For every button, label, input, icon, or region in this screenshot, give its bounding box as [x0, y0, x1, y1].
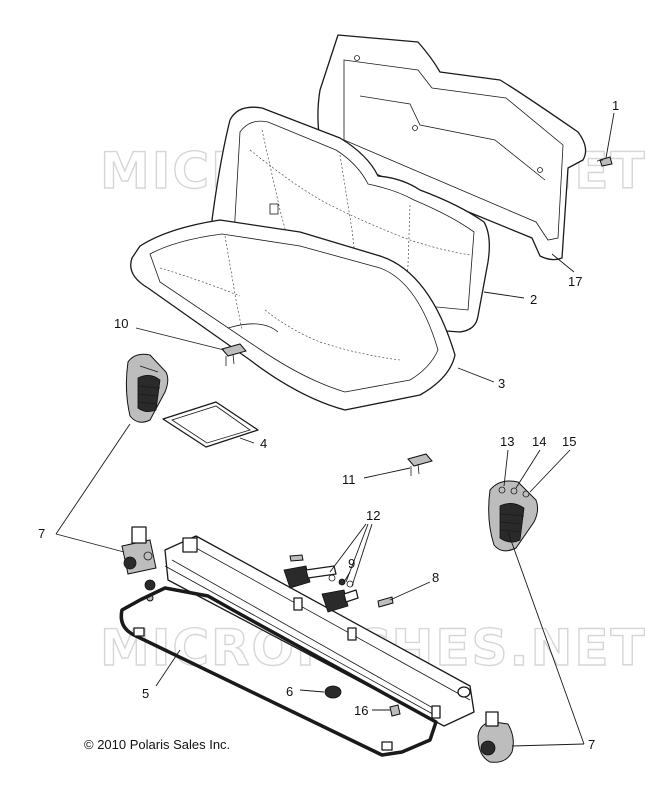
leader-lines: [55, 112, 615, 747]
part-buckle-upper: [283, 565, 337, 589]
part-latch-right: [477, 711, 514, 763]
callout-9: 9: [348, 556, 355, 571]
part-nut-left: [144, 579, 156, 602]
part-spring-right: [488, 480, 539, 552]
callout-14: 14: [532, 434, 546, 449]
part-clip-11: [407, 453, 433, 476]
callout-12: 12: [366, 508, 380, 523]
part-wire-loop: [119, 586, 438, 757]
callout-15: 15: [562, 434, 576, 449]
part-latch-left: [121, 526, 157, 575]
part-spring-left: [125, 353, 169, 423]
copyright-text: © 2010 Polaris Sales Inc.: [84, 737, 230, 752]
part-clip-10: [221, 343, 247, 366]
callout-6: 6: [286, 684, 293, 699]
callout-17: 17: [568, 274, 582, 289]
part-label-sheet: [162, 401, 259, 448]
callout-4: 4: [260, 436, 267, 451]
callout-16: 16: [354, 703, 368, 718]
part-seat-cushion: [130, 219, 456, 411]
part-base-frame: [164, 535, 475, 727]
callout-8: 8: [432, 570, 439, 585]
part-washers: [328, 574, 354, 588]
callout-7-left: 7: [38, 526, 45, 541]
callout-1: 1: [612, 98, 619, 113]
part-buckle-lower: [321, 589, 359, 613]
part-screw: [596, 156, 613, 167]
callout-11: 11: [342, 472, 356, 487]
callout-2: 2: [530, 292, 537, 307]
part-spacer-16: [389, 704, 401, 717]
part-bolt-8: [377, 596, 394, 608]
callout-5: 5: [142, 686, 149, 701]
part-bolt-upper: [289, 554, 304, 562]
callout-13: 13: [500, 434, 514, 449]
callout-10: 10: [114, 316, 128, 331]
callout-3: 3: [498, 376, 505, 391]
callout-7-right: 7: [588, 737, 595, 752]
part-nut-6: [324, 685, 342, 699]
